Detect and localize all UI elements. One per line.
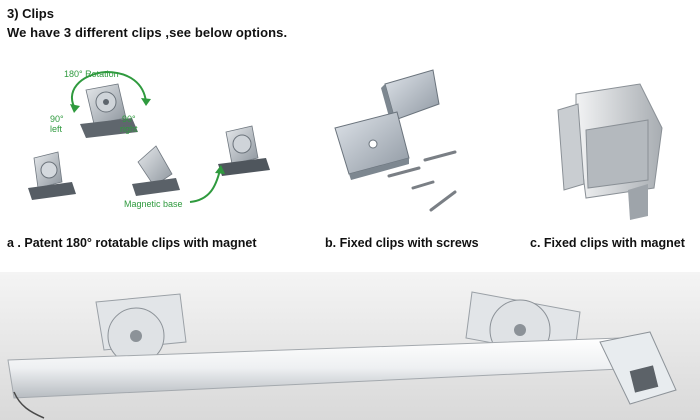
rotation-arrow-icon (70, 70, 147, 111)
right-degree-label: 90° (122, 114, 136, 124)
left-degree-label: 90° (50, 114, 64, 124)
mounted-light-photo (0, 272, 700, 420)
magnetic-arrow-icon (189, 169, 221, 203)
left-mount-clip-image (95, 293, 187, 365)
caption-screw-clip: b. Fixed clips with screws (325, 236, 479, 250)
section-title: 3) Clips (7, 6, 54, 21)
clip-tilted-image (132, 145, 180, 196)
screws-image (387, 150, 457, 212)
right-word-label: right (120, 124, 138, 134)
clip-side-image (28, 151, 76, 200)
section-subtitle: We have 3 different clips ,see below opt… (7, 25, 288, 40)
caption-magnet-clip: c. Fixed clips with magnet (530, 236, 685, 250)
rotating-clip-image (80, 83, 138, 138)
magnetic-base-label: Magnetic base (124, 199, 183, 209)
flat-clip-image (334, 111, 410, 180)
magnet-clip-image (557, 83, 663, 220)
magnet-clip-figure (557, 83, 663, 220)
rotatable-clip-figure: 180° Rotation 90° left 90° right Magneti… (28, 69, 270, 209)
rotation-label: 180° Rotation (64, 69, 119, 79)
screw-clip-figure (334, 69, 457, 212)
cable-image (13, 391, 45, 419)
caption-rotatable-clip: a . Patent 180° rotatable clips with mag… (7, 236, 257, 250)
clip-magnetic-image (218, 125, 270, 176)
left-word-label: left (50, 124, 63, 134)
